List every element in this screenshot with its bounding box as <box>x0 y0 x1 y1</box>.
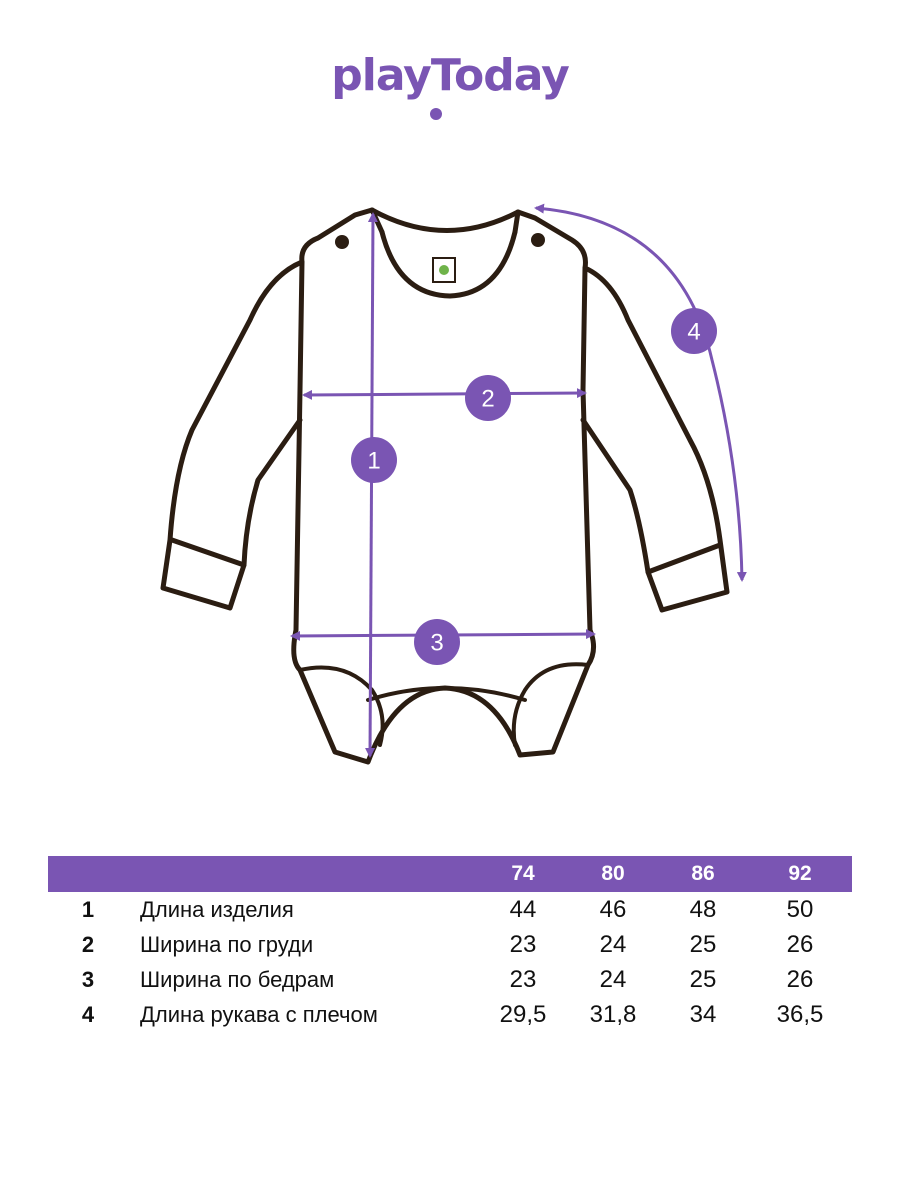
marker-4: 4 <box>671 308 717 354</box>
bodysuit-diagram: 1 2 3 4 <box>160 203 747 765</box>
crotch-band <box>366 686 527 702</box>
measurement-value: 34 <box>689 1000 717 1028</box>
measurement-value: 31,8 <box>589 1000 637 1028</box>
right-cuff-line <box>645 542 723 575</box>
collar-inner <box>379 229 518 299</box>
marker-3-label: 3 <box>430 630 443 657</box>
snap-right <box>531 233 545 247</box>
logo-dot <box>430 108 442 120</box>
marker-3: 3 <box>414 619 460 665</box>
measurement-value: 48 <box>689 895 717 923</box>
measurement-value: 23 <box>509 930 537 958</box>
row-number: 4 <box>81 1001 95 1027</box>
measurement-value: 46 <box>599 895 627 923</box>
size-table: 74 80 86 92 1 Длина изделия 44 46 48 50 … <box>48 856 852 1032</box>
marker-1-label: 1 <box>367 448 380 475</box>
measurement-value: 23 <box>509 965 537 993</box>
size-header-row: 74 80 86 92 <box>48 856 852 892</box>
marker-4-label: 4 <box>687 319 700 346</box>
size-header: 92 <box>788 862 812 885</box>
table-row: 3 Ширина по бедрам 23 24 25 26 <box>48 962 852 997</box>
marker-1: 1 <box>351 437 397 483</box>
table-row: 2 Ширина по груди 23 24 25 26 <box>48 927 852 962</box>
snap-left <box>335 235 349 249</box>
leg-binding-right <box>511 662 590 747</box>
table-row: 1 Длина изделия 44 46 48 50 <box>48 892 852 927</box>
collar-outer <box>369 207 521 233</box>
row-number: 1 <box>81 896 95 922</box>
size-header: 86 <box>691 862 715 885</box>
measurement-value: 44 <box>509 895 537 923</box>
measurement-value: 29,5 <box>499 1000 547 1028</box>
size-header: 80 <box>601 862 625 885</box>
brand-logo: playToday <box>331 50 570 101</box>
measurement-value: 26 <box>786 930 814 958</box>
measurement-value: 25 <box>689 930 717 958</box>
size-header: 74 <box>511 862 535 885</box>
measurement-name: Длина рукава с плечом <box>140 1001 378 1027</box>
measurement-value: 25 <box>689 965 717 993</box>
measurement-value: 36,5 <box>776 1000 824 1028</box>
measurement-name: Ширина по бедрам <box>140 966 335 992</box>
table-row: 4 Длина рукава с плечом 29,5 31,8 34 36,… <box>48 997 852 1032</box>
measurement-value: 24 <box>599 930 627 958</box>
measurement-name: Длина изделия <box>140 896 294 922</box>
row-number: 3 <box>81 966 95 992</box>
garment-outline <box>160 207 730 765</box>
arrow-chest <box>302 388 587 400</box>
left-sleeve <box>160 259 305 611</box>
measurement-value: 50 <box>786 895 814 923</box>
measurement-value: 26 <box>786 965 814 993</box>
measurement-value: 24 <box>599 965 627 993</box>
measurement-name: Ширина по груди <box>140 931 314 957</box>
neck-label-mark <box>439 265 449 275</box>
arrow-sleeve <box>534 203 747 582</box>
left-cuff-line <box>169 537 247 568</box>
row-number: 2 <box>81 931 95 957</box>
arrow-length <box>365 212 378 758</box>
marker-2-label: 2 <box>481 386 494 413</box>
marker-2: 2 <box>465 375 511 421</box>
body-outline <box>291 387 596 765</box>
